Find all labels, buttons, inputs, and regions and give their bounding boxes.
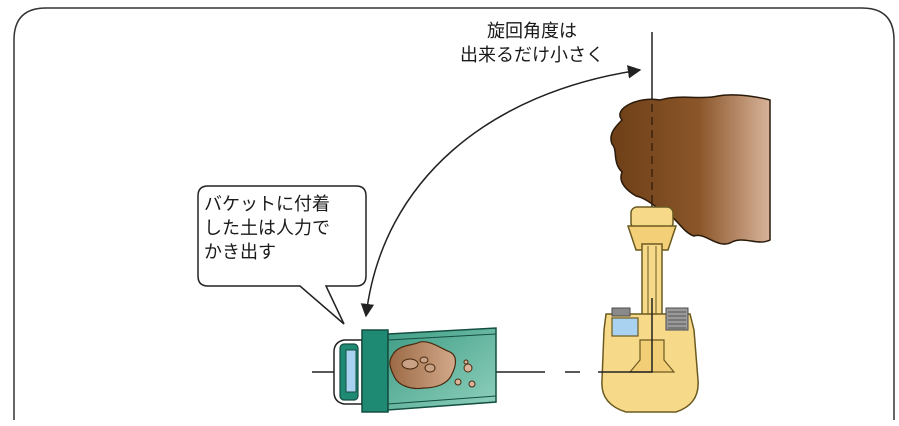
- excavator-top-view: [601, 206, 699, 413]
- dump-truck-top-view: [333, 327, 497, 413]
- frame-border: [13, 7, 895, 420]
- rotation-note-line1: 旋回角度は: [487, 21, 577, 42]
- rotation-arrow: [360, 65, 642, 318]
- speech-bubble: [197, 185, 367, 325]
- dirt-in-bed: [389, 341, 457, 390]
- bucket-note-line1: バケットに付着: [204, 194, 330, 215]
- bucket-note-line2: した土は人力で: [204, 218, 330, 239]
- bucket-note-line3: かき出す: [204, 242, 276, 263]
- rotation-angle-note: 旋回角度は 出来るだけ小さく: [432, 20, 632, 68]
- rotation-note-line2: 出来るだけ小さく: [460, 45, 604, 66]
- bucket-note: バケットに付着 した土は人力で かき出す: [204, 193, 374, 265]
